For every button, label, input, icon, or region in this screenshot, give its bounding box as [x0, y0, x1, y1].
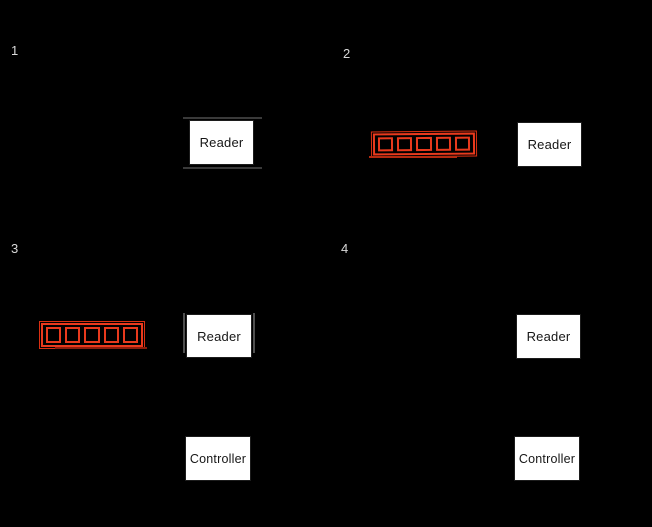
- train-car: [435, 136, 451, 151]
- controller-box-panel4: Controller: [514, 436, 580, 481]
- step-label-3: 3: [11, 241, 19, 256]
- reader-label: Reader: [197, 328, 241, 344]
- tag-train-panel2: [370, 130, 478, 158]
- sketch-stray-stroke: [55, 347, 147, 349]
- step-label-4: 4: [341, 241, 349, 256]
- sketch-stray-stroke: [369, 156, 457, 158]
- reader-box-panel2: Reader: [517, 122, 582, 167]
- controller-box-panel3: Controller: [185, 436, 251, 481]
- controller-label: Controller: [518, 451, 576, 466]
- reader-box-panel1: Reader: [189, 120, 254, 165]
- train-car: [377, 137, 394, 152]
- train-car: [103, 327, 119, 343]
- tag-train-panel3: [39, 321, 145, 349]
- arrow-remnant-right: [253, 313, 255, 353]
- arrow-remnant-left: [183, 313, 185, 353]
- train-car: [65, 327, 81, 343]
- track-line-remnant-top: [183, 117, 262, 119]
- train-car: [454, 136, 471, 151]
- train-car: [122, 327, 139, 343]
- reader-box-panel3: Reader: [186, 314, 252, 358]
- step-label-1: 1: [11, 43, 19, 58]
- train-car: [84, 327, 100, 343]
- reader-label: Reader: [527, 137, 572, 152]
- reader-box-panel4: Reader: [516, 314, 581, 359]
- train-car: [416, 136, 432, 152]
- step-label-2: 2: [343, 46, 351, 61]
- train-car: [46, 327, 62, 343]
- train-car: [397, 137, 413, 152]
- track-line-remnant-bottom: [183, 167, 262, 169]
- controller-label: Controller: [189, 451, 247, 466]
- reader-label: Reader: [199, 135, 244, 150]
- reader-label: Reader: [526, 329, 571, 344]
